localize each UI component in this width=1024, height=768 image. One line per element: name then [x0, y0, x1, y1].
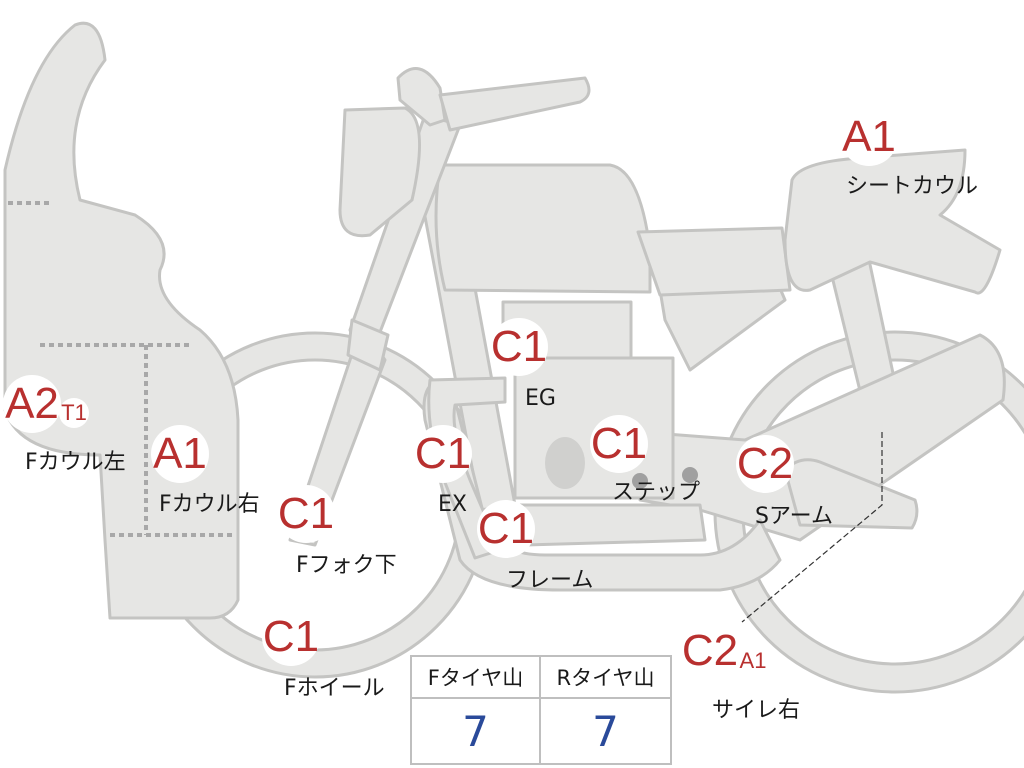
- fcowl-right-rating: A1: [151, 425, 209, 483]
- front-wheel-label: Fホイール: [284, 676, 385, 701]
- seat-cowl-shape: [783, 148, 1002, 295]
- fuel-tank-shape: [434, 163, 652, 294]
- exhaust-rating: C1: [414, 425, 472, 483]
- muffler-right-label: サイレ右: [712, 698, 801, 723]
- swing-arm-label: Sアーム: [755, 504, 833, 529]
- headlight-shape: [338, 106, 421, 238]
- fcowl-left-sub-rating: T1: [59, 398, 89, 428]
- tire-tread-table: Fタイヤ山 Rタイヤ山 7 7: [410, 655, 672, 765]
- front-tire-header: Fタイヤ山: [412, 657, 541, 699]
- step-rating: C1: [590, 415, 648, 473]
- fcowl-left-rating: A2: [3, 375, 61, 433]
- handlebar-shape: [396, 67, 447, 127]
- muffler-right-rating: C2: [681, 622, 739, 680]
- frame-label: フレーム: [506, 568, 594, 593]
- front-cowl-shape: [3, 21, 240, 620]
- swing-arm-rating: C2: [736, 435, 794, 493]
- engine-rating: C1: [490, 318, 548, 376]
- muffler-leader-line: [741, 432, 883, 623]
- seat-cowl-rating: A1: [840, 108, 898, 166]
- engine-label: EG: [525, 386, 556, 411]
- muffler-right-sub-rating: A1: [738, 646, 768, 676]
- front-tire-value: 7: [412, 699, 541, 763]
- step-label: ステップ: [612, 480, 701, 505]
- exhaust-label: EX: [438, 492, 467, 517]
- rear-tire-value: 7: [592, 706, 619, 756]
- front-wheel-rating: C1: [262, 608, 320, 666]
- front-fork-label: Fフォク下: [296, 553, 397, 578]
- fcowl-left-label: Fカウル左: [25, 450, 126, 475]
- fcowl-right-label: Fカウル右: [159, 492, 260, 517]
- front-fork-rating: C1: [277, 485, 335, 543]
- seat-cowl-label: シートカウル: [846, 174, 979, 199]
- swing-arm-shape: [638, 333, 1006, 542]
- frame-rating: C1: [477, 500, 535, 558]
- rear-tire-header: Rタイヤ山: [541, 657, 670, 699]
